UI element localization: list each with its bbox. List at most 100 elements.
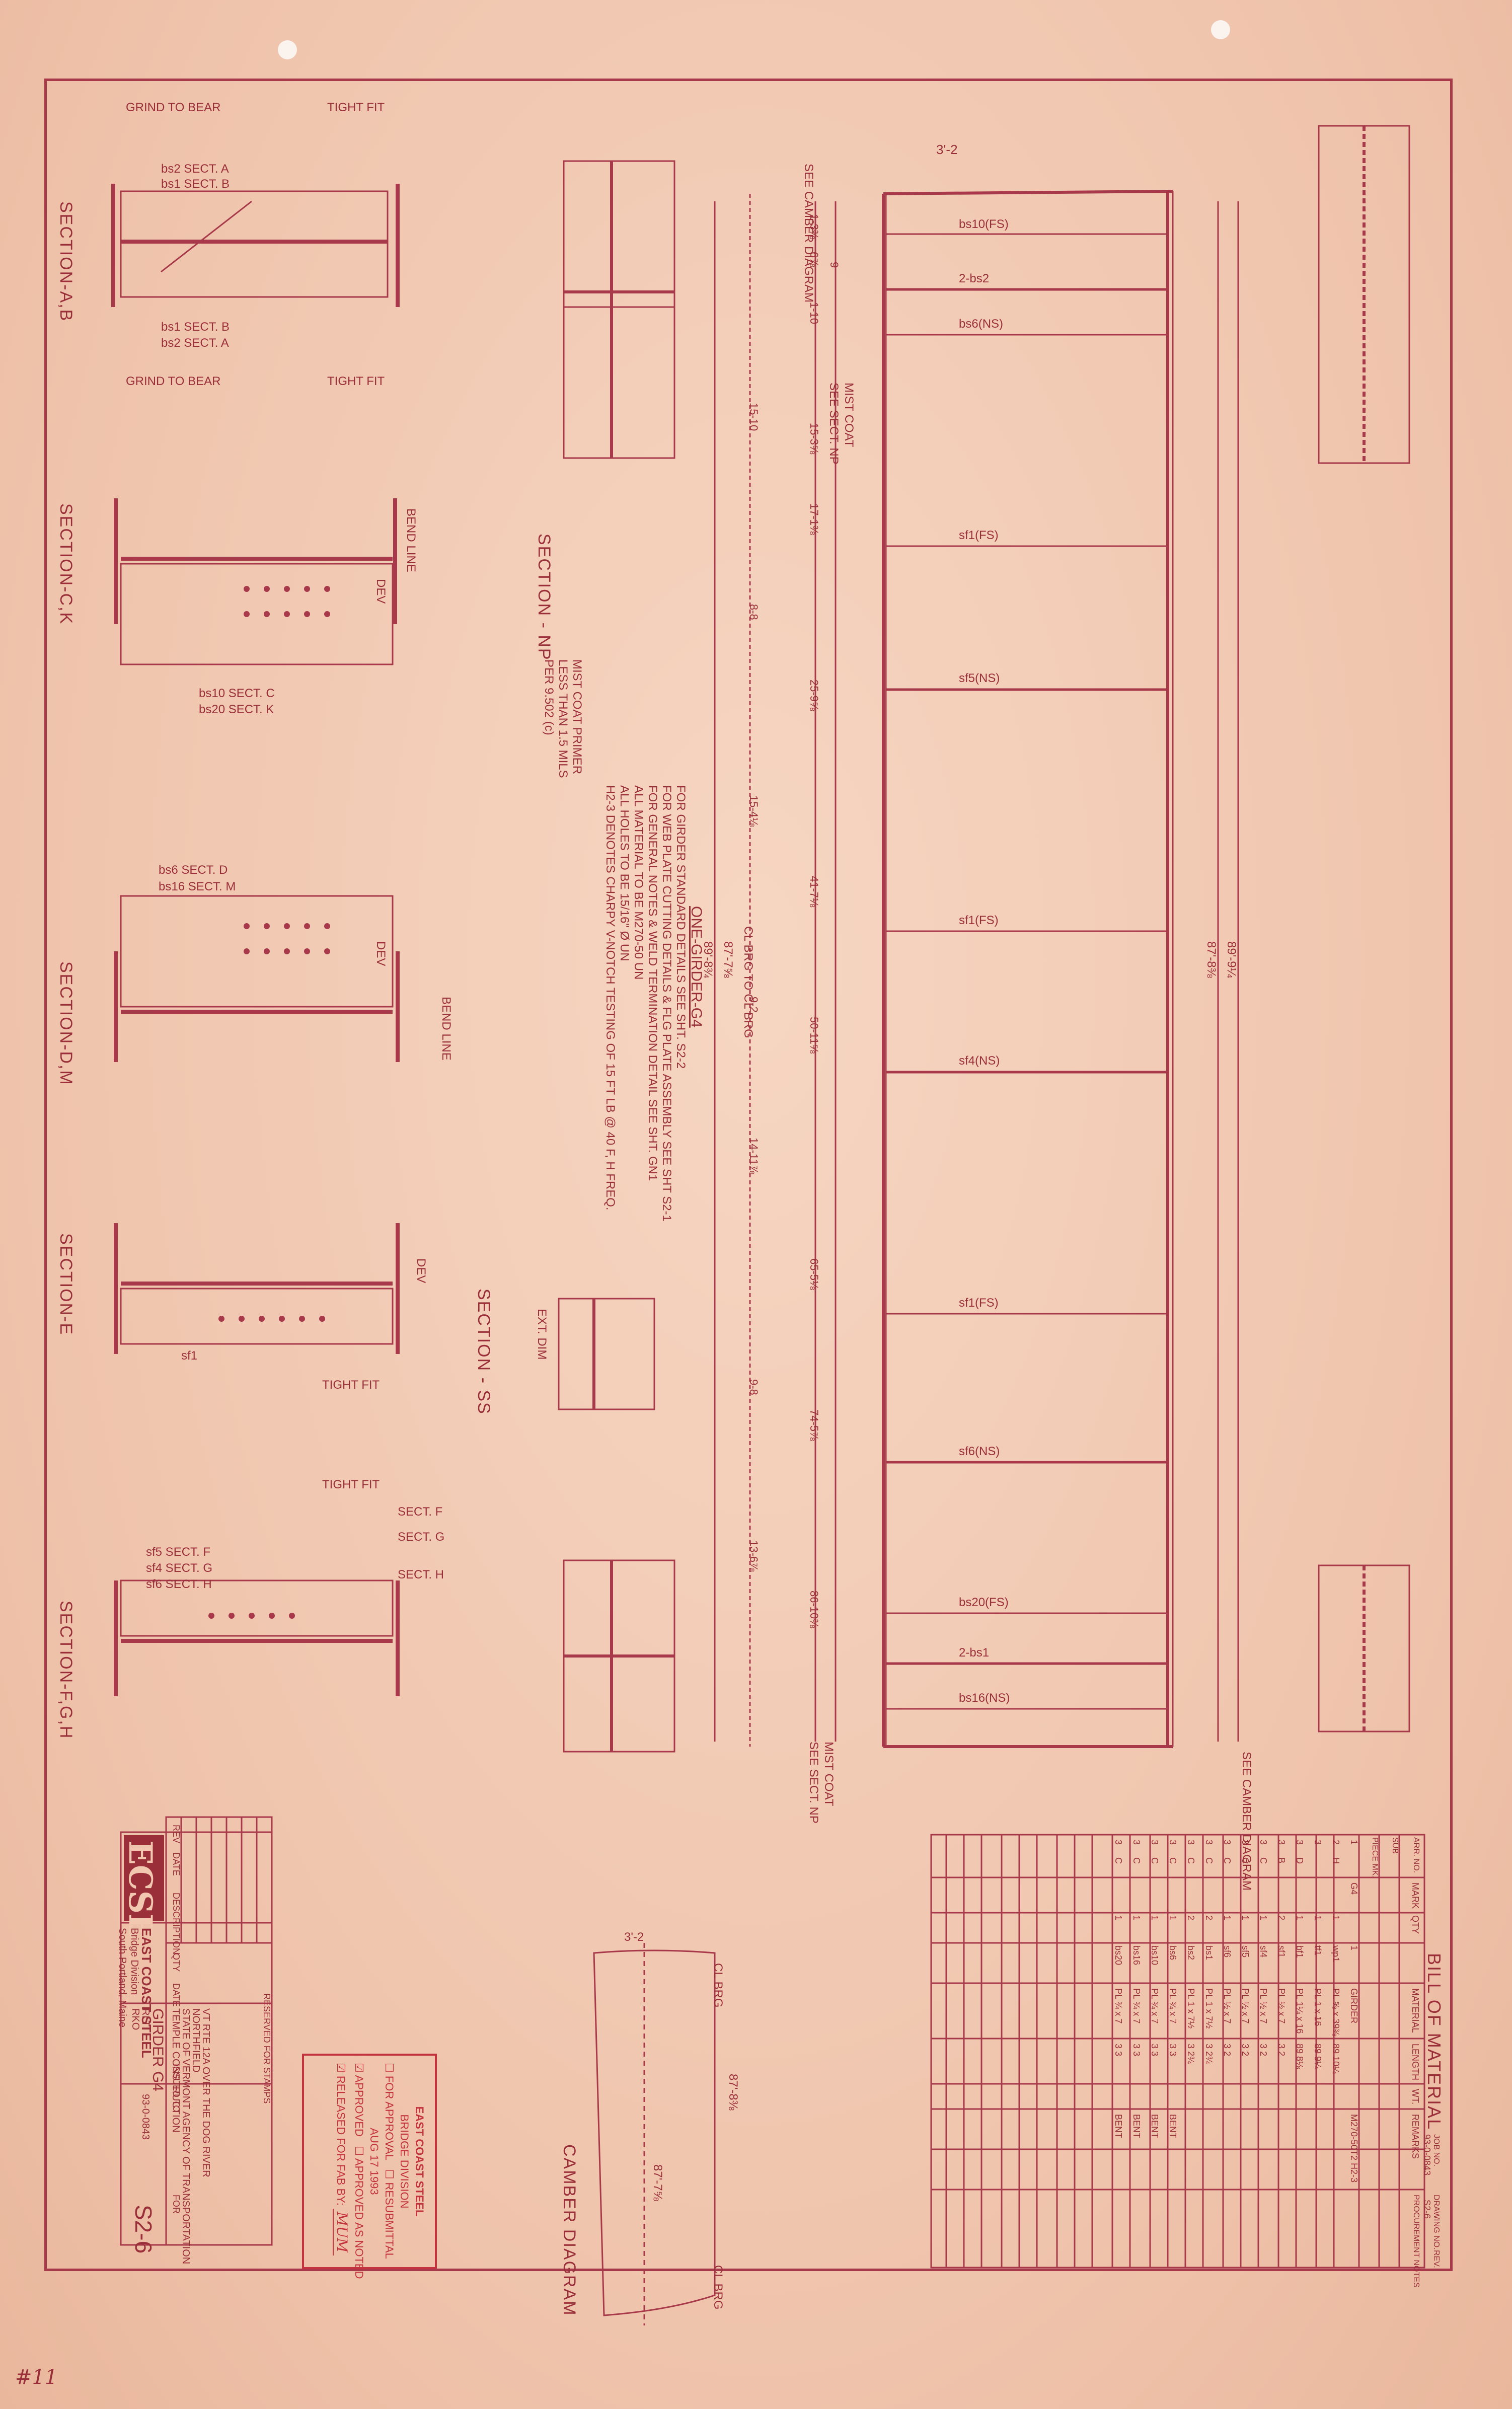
issued-to-header: ISSUED TO <box>171 2064 181 2113</box>
rev-label: REV. <box>1432 2250 1441 2268</box>
checkmark-icon: ☑ <box>353 2063 365 2075</box>
sect-h-label: SECT. H <box>398 1568 444 1582</box>
station-dim: 1-3⅜ <box>808 214 820 240</box>
dev-label-e: DEV <box>414 1258 428 1284</box>
girder-mark: sf5(NS) <box>959 671 1000 685</box>
company-logo: ECSE <box>121 1835 164 1938</box>
section-np-label: SECTION - NP <box>535 534 554 661</box>
bom-cell: 3 <box>1113 1840 1123 1845</box>
bom-cell: PL 1 x 16 <box>1313 1988 1323 2026</box>
girder-length-dim: 87'-7⅝ <box>721 941 735 978</box>
bom-title: BILL OF MATERIAL <box>1424 1953 1445 2131</box>
bs1-sect-b-label-lower: bs1 SECT. B <box>161 320 230 334</box>
stamp-for-approval: FOR APPROVAL <box>383 2075 396 2160</box>
cl-brg-label-bottom: CL BRG <box>711 2265 725 2310</box>
bom-cell: bf1 <box>1295 1945 1305 1959</box>
bom-cell: C <box>1113 1857 1123 1864</box>
mist-coat-primer-note: MIST COAT PRIMER LESS THAN 1.5 MILS PER … <box>542 659 584 778</box>
note-line: FOR WEB PLATE CUTTING DETAILS & FLG PLAT… <box>660 785 673 1222</box>
bom-cell: 3 <box>1258 1840 1268 1845</box>
section-e-label: SECTION-E <box>56 1233 75 1336</box>
cl-brg-to-cl-brg-label: CL BRG TO CL BRG <box>741 926 755 1038</box>
project-location: NORTHFIELD <box>190 2008 201 2073</box>
bom-cell: 89 10¼ <box>1331 2044 1341 2074</box>
bom-cell: 1 <box>1131 1915 1142 1921</box>
company-division: Bridge Division <box>129 1928 140 1995</box>
sf5-sect-f-label: sf5 SECT. F <box>146 1545 211 1559</box>
bom-cell: 3 <box>1276 1840 1287 1845</box>
note-line: ALL MATERIAL TO BE M270-50 UN <box>632 785 645 980</box>
company-address: South Portland, Maine <box>117 1928 128 2027</box>
bom-cell: 1 <box>1222 1915 1232 1921</box>
project-name: VT RTE 12A OVER THE DOG RIVER <box>200 2008 211 2177</box>
bom-cell: sf1 <box>1276 1945 1287 1958</box>
bom-header-piece: PIECE MK. <box>1371 1837 1379 1878</box>
tight-fit-label: TIGHT FIT <box>327 101 385 114</box>
girder-mark: bs10(FS) <box>959 217 1009 231</box>
job-no-label: JOB NO. <box>1432 2134 1441 2167</box>
bom-cell: 1 <box>1331 1915 1341 1921</box>
bom-cell: C <box>1131 1857 1142 1864</box>
bom-cell: sf6 <box>1222 1945 1232 1958</box>
bom-cell: 89 8⅛ <box>1295 2044 1305 2069</box>
bom-cell: 1 <box>1240 1915 1250 1921</box>
bom-cell: H <box>1331 1857 1341 1864</box>
bom-cell: PL ½ x 7 <box>1222 1988 1232 2024</box>
bom-cell: G4 <box>1349 1883 1359 1895</box>
checked-by: RKO <box>130 2008 141 2030</box>
stamp-signature: MUM <box>333 2208 350 2255</box>
bom-cell: 1 <box>1113 1915 1123 1921</box>
bom-cell: BENT <box>1168 2114 1178 2139</box>
bom-cell: 3 2¾ <box>1186 2044 1196 2064</box>
bom-cell: 3 2¾ <box>1204 2044 1214 2064</box>
bom-cell: 3 2 <box>1276 2044 1287 2057</box>
drawing-title: GIRDER G4 <box>149 2008 166 2092</box>
station-dim: 8-8 <box>747 604 760 620</box>
bom-cell: M270-50T2 H2-3 <box>1349 2114 1359 2183</box>
station-dim: 14-11⅞ <box>747 1138 760 1174</box>
see-sect-np-label-top: SEE SECT. NP <box>827 383 841 465</box>
bom-cell: PL ¾ x 7 <box>1131 1988 1142 2024</box>
station-dim: 15-3⅝ <box>808 423 820 455</box>
sheet-number: S2-6 <box>130 2205 157 2254</box>
bom-cell: 3 <box>1168 1840 1178 1845</box>
dev-label: DEV <box>374 579 388 604</box>
section-ss-label: SECTION - SS <box>474 1289 493 1415</box>
girder-mark: sf1(FS) <box>959 1296 999 1310</box>
bom-cell: 1 <box>1349 1945 1359 1951</box>
stamp-approved-as-noted: APPROVED AS NOTED <box>353 2158 365 2279</box>
bom-header-wt: WT. <box>1410 2089 1420 2104</box>
station-dim: 9 <box>828 262 841 268</box>
bom-header-remarks: REMARKS <box>1410 2114 1420 2159</box>
drawing-no-label: DRAWING NO. <box>1432 2195 1441 2250</box>
station-dim: 74-5⅞ <box>808 1409 820 1441</box>
rev-date-header: DATE <box>171 1852 181 1876</box>
grind-to-bear-label: GRIND TO BEAR <box>126 101 221 114</box>
bom-cell: 1 <box>1349 1840 1359 1845</box>
bom-cell: bs6 <box>1168 1945 1178 1961</box>
station-dim: 17-1⅜ <box>808 503 820 535</box>
bs20-sect-k-label: bs20 SECT. K <box>199 703 274 716</box>
bom-cell: sf4 <box>1258 1945 1268 1958</box>
note-line: FOR GENERAL NOTES & WELD TERMINATION DET… <box>646 785 659 1181</box>
bom-cell: PL 1¼ x 16 <box>1295 1988 1305 2034</box>
sect-g-label: SECT. G <box>398 1530 445 1544</box>
bom-cell: PL ¾ x 7 <box>1168 1988 1178 2024</box>
bom-cell: C <box>1150 1857 1160 1864</box>
station-dim: 9-8 <box>747 1379 760 1395</box>
see-sect-np-label-bottom: SEE SECT. NP <box>807 1742 820 1824</box>
stamp-division: BRIDGE DIVISION <box>398 2114 411 2209</box>
drawing-border <box>44 79 1453 2271</box>
architect-name: STATE OF VERMONT AGENCY OF TRANSPORTATIO… <box>180 2008 191 2265</box>
grind-to-bear-label-lower: GRIND TO BEAR <box>126 374 221 388</box>
general-notes: ONE-GIRDER-G4 FOR GIRDER STANDARD DETAIL… <box>603 785 705 1238</box>
drawing-no-value: S2-6 <box>1422 2200 1432 2219</box>
bom-cell: 3 2 <box>1222 2044 1232 2057</box>
mist-coat-label-bottom: MIST COAT <box>822 1742 836 1806</box>
issued-for-header: FOR <box>171 2195 181 2214</box>
issued-qty-header: QTY <box>171 1953 181 1972</box>
bom-header-procurement: PROCUREMENT NOTES <box>1412 2195 1420 2288</box>
bend-line-label: BEND LINE <box>404 508 418 572</box>
bom-cell: C <box>1204 1857 1214 1864</box>
ext-dim-label: EXT. DIM <box>535 1309 549 1360</box>
